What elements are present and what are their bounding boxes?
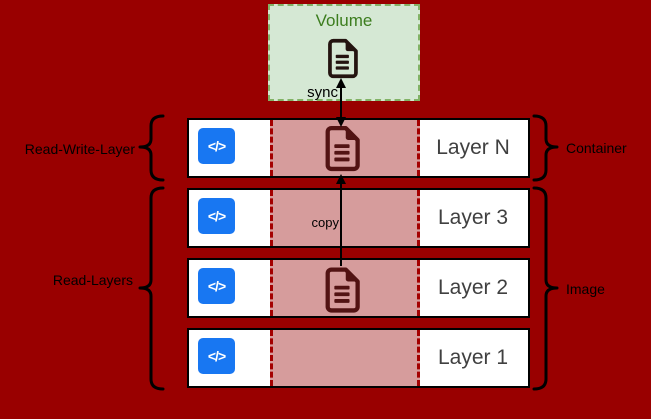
layer-row-3: </> Layer 3 — [187, 188, 530, 248]
layer-label: Layer N — [436, 136, 510, 159]
code-glyph: </> — [207, 208, 226, 224]
document-icon — [328, 38, 358, 79]
document-icon — [325, 267, 360, 313]
read-write-layer-label: Read-Write-Layer — [24, 141, 135, 157]
volume-title: Volume — [315, 11, 373, 30]
read-layers-label: Read-Layers — [52, 272, 133, 288]
document-icon — [325, 125, 360, 172]
copy-label: copy — [311, 215, 339, 230]
layer-label: Layer 2 — [437, 276, 509, 299]
layer-row-1: </> Layer 1 — [187, 328, 530, 388]
code-glyph: </> — [207, 138, 226, 154]
copy-on-write-area — [270, 190, 420, 246]
code-icon: </> — [198, 268, 235, 304]
code-icon: </> — [198, 198, 235, 234]
layer-label: Layer 1 — [437, 346, 509, 369]
container-label: Container — [566, 140, 627, 156]
read-layers-brace — [138, 186, 165, 391]
code-icon: </> — [198, 338, 235, 374]
sync-label: sync — [307, 84, 338, 101]
container-brace — [532, 114, 559, 182]
code-glyph: </> — [207, 348, 226, 364]
layer-row-n: </> Layer N — [187, 118, 530, 178]
code-glyph: </> — [207, 278, 226, 294]
read-write-layer-brace — [138, 114, 165, 182]
copy-on-write-area — [270, 330, 420, 386]
image-label: Image — [566, 281, 605, 297]
layer-row-2: </> Layer 2 — [187, 258, 530, 318]
image-brace — [532, 186, 559, 391]
layer-label: Layer 3 — [437, 206, 509, 229]
code-icon: </> — [198, 128, 235, 164]
